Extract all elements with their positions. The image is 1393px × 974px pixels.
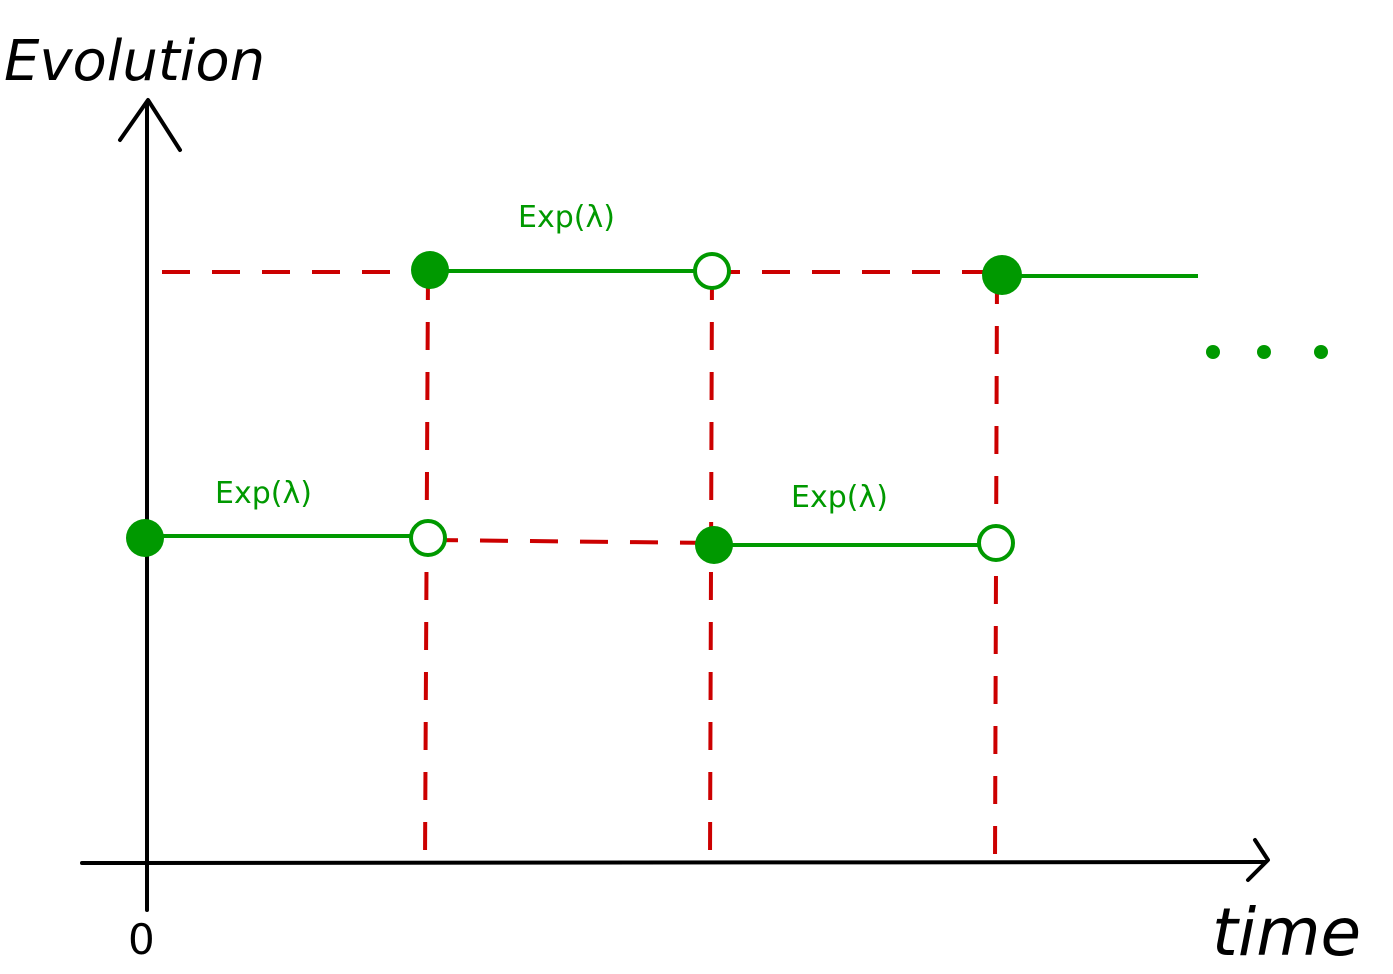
origin-label: 0 xyxy=(128,915,155,964)
axes xyxy=(80,98,1270,912)
jump-points xyxy=(126,251,1022,564)
x-axis xyxy=(80,860,1267,865)
holding-segments xyxy=(145,269,1198,547)
filled-point-upper-2 xyxy=(982,255,1022,295)
guide-jump-1 xyxy=(423,271,430,863)
x-axis-label: time xyxy=(1212,894,1361,971)
guide-jump-2 xyxy=(708,271,714,863)
y-axis-arrowhead xyxy=(118,98,182,152)
duration-label-upper-1: Exp(λ) xyxy=(518,200,615,235)
x-axis-arrowhead xyxy=(1246,838,1270,882)
open-point-lower-1 xyxy=(409,519,447,557)
filled-point-lower-2 xyxy=(695,526,733,564)
y-axis-label: Evolution xyxy=(4,29,265,94)
filled-point-lower-1 xyxy=(126,519,164,557)
duration-label-lower-2: Exp(λ) xyxy=(791,480,888,515)
guide-lower-state-middle xyxy=(429,538,715,545)
filled-point-upper-1 xyxy=(411,251,449,289)
duration-label-lower-1: Exp(λ) xyxy=(215,476,312,511)
open-point-lower-2 xyxy=(977,524,1015,562)
ellipsis-dot-1 xyxy=(1206,345,1220,359)
ellipsis-dot-3 xyxy=(1314,345,1328,359)
guide-jump-3 xyxy=(993,275,999,863)
ellipsis-dot-2 xyxy=(1257,345,1271,359)
guide-lines xyxy=(162,270,1002,863)
continuation-ellipsis xyxy=(1206,345,1328,359)
open-point-upper-1 xyxy=(693,252,731,290)
